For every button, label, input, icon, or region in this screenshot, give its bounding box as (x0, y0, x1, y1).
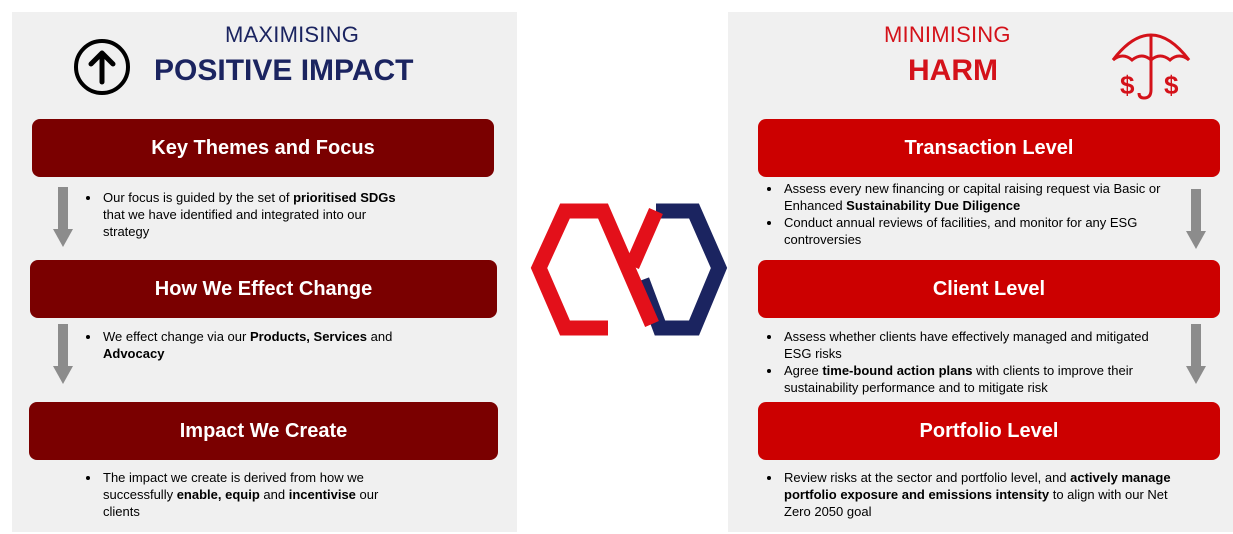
bullet-item: Assess every new financing or capital ra… (782, 180, 1176, 214)
section-title: Impact We Create (179, 419, 348, 442)
bullet-item: Review risks at the sector and portfolio… (782, 469, 1176, 520)
arrow-down-icon (1186, 324, 1206, 384)
section-bar-client-level: Client Level (758, 260, 1220, 318)
text: our clients (103, 487, 379, 519)
bold-text: prioritised SDGs (293, 190, 396, 205)
red-link-shape (625, 208, 663, 269)
bold-text: Sustainability Due Diligence (846, 198, 1021, 213)
bullet-item: Our focus is guided by the set of priori… (101, 189, 415, 240)
text: Our focus is guided by the set of (103, 190, 294, 205)
section-description: Our focus is guided by the set of priori… (85, 189, 415, 240)
text: to align with our Net Zero 2050 goal (784, 487, 1168, 519)
section-description: Assess every new financing or capital ra… (766, 180, 1176, 248)
bullet-item: We effect change via our Products, Servi… (101, 328, 415, 362)
text: that we have identified and integrated i… (103, 207, 367, 239)
svg-text:$: $ (1164, 70, 1179, 100)
arrow-down-icon (53, 324, 73, 384)
red-hexagon-shape (530, 203, 659, 336)
svg-text:$: $ (1120, 70, 1135, 100)
bullet-item: The impact we create is derived from how… (101, 469, 415, 520)
section-bar-key-themes: Key Themes and Focus (32, 119, 494, 177)
section-description: We effect change via our Products, Servi… (85, 328, 415, 362)
text: and (259, 487, 289, 502)
section-title: Portfolio Level (919, 419, 1059, 442)
bold-text: incentivise (288, 487, 356, 502)
text: Conduct annual reviews of facilities, an… (784, 215, 1138, 247)
text: We effect change via our (103, 329, 250, 344)
section-bar-transaction-level: Transaction Level (758, 119, 1220, 177)
bullet-item: Conduct annual reviews of facilities, an… (782, 214, 1176, 248)
text: with clients to improve their sustainabi… (784, 363, 1133, 395)
linked-hexagons-logo (530, 203, 728, 336)
text: The impact we create is derived from how… (103, 470, 364, 502)
section-title: Client Level (932, 277, 1046, 300)
arrow-up-circle-icon (74, 39, 130, 95)
section-title: Transaction Level (904, 136, 1074, 159)
bullet-item: Agree time-bound action plans with clien… (782, 362, 1176, 396)
section-bar-portfolio-level: Portfolio Level (758, 402, 1220, 460)
section-description: The impact we create is derived from how… (85, 469, 415, 520)
header-big-label: HARM (908, 54, 998, 87)
bold-text: Products, Services (249, 329, 368, 344)
text: Assess whether clients have effectively … (784, 329, 1149, 361)
section-title: How We Effect Change (154, 277, 373, 300)
arrow-down-icon (1186, 189, 1206, 249)
text: Assess every new financing or capital ra… (784, 181, 1161, 213)
arrow-down-icon (53, 187, 73, 247)
bullet-item: Assess whether clients have effectively … (782, 328, 1176, 362)
text: Agree (784, 363, 823, 378)
section-bar-effect-change: How We Effect Change (30, 260, 497, 318)
section-description: Assess whether clients have effectively … (766, 328, 1176, 396)
umbrella-dollar-icon: $ $ (1111, 33, 1191, 100)
bold-text: time-bound action plans (822, 363, 973, 378)
header-small-label: MAXIMISING (225, 22, 360, 47)
bold-text: actively manage portfolio exposure and e… (784, 470, 1171, 502)
bold-text: enable, equip (176, 487, 260, 502)
header-big-label: POSITIVE IMPACT (154, 54, 414, 87)
minimising-harm-panel: MINIMISING HARM $ $ Transaction Level As… (728, 12, 1233, 532)
bold-text: Advocacy (103, 346, 165, 361)
section-bar-impact-create: Impact We Create (29, 402, 498, 460)
text: Review risks at the sector and portfolio… (784, 470, 1071, 485)
text: and (367, 329, 393, 344)
positive-impact-panel: MAXIMISING POSITIVE IMPACT Key Themes an… (12, 12, 517, 532)
header-small-label: MINIMISING (884, 22, 1011, 47)
section-title: Key Themes and Focus (151, 136, 375, 159)
section-description: Review risks at the sector and portfolio… (766, 469, 1176, 520)
